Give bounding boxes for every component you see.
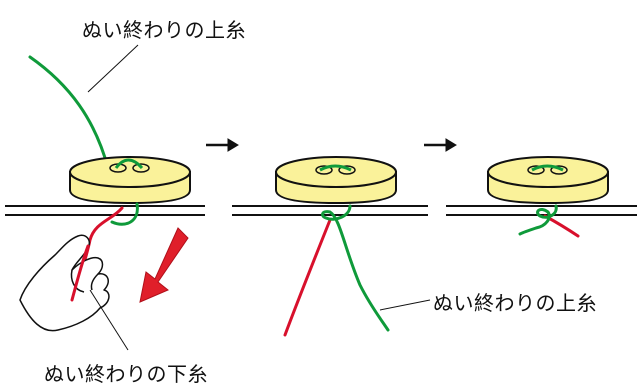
next-step-arrow-icon bbox=[206, 138, 239, 152]
knot-icon bbox=[518, 204, 580, 238]
fabric-line-step1 bbox=[5, 205, 205, 216]
pull-arrow-icon bbox=[139, 227, 189, 303]
upper-thread-step1 bbox=[28, 55, 110, 170]
fabric-line-step3 bbox=[446, 205, 637, 216]
leader-line-lower bbox=[89, 289, 129, 351]
button-icon bbox=[69, 156, 191, 205]
label-lower-thread-bottom: ぬい終わりの下糸 bbox=[44, 362, 208, 386]
lower-thread-in-hand bbox=[70, 244, 90, 302]
fabric-line-step2 bbox=[232, 205, 428, 216]
button-icon bbox=[487, 156, 609, 205]
leader-line-upper-top bbox=[87, 44, 139, 93]
label-upper-thread-top: ぬい終わりの上糸 bbox=[82, 18, 246, 42]
label-upper-thread-right: ぬい終わりの上糸 bbox=[433, 291, 597, 315]
upper-thread-under-step1 bbox=[110, 202, 139, 226]
button-icon bbox=[275, 156, 397, 205]
crossed-threads-icon bbox=[283, 204, 390, 337]
hand-icon bbox=[19, 234, 110, 332]
next-step-arrow-icon bbox=[424, 138, 457, 152]
leader-line-upper-right bbox=[379, 299, 431, 311]
